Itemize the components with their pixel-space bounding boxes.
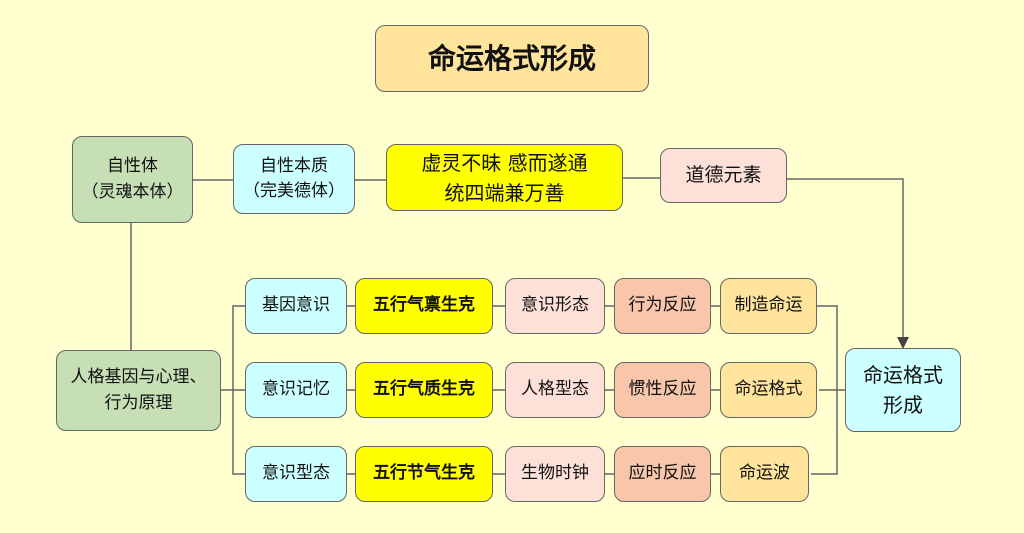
row1-node-5: 制造命运 (720, 278, 817, 334)
node-line: 虚灵不昧 感而遂通 (421, 150, 588, 175)
node-line: 自性本质 (260, 155, 328, 176)
node-line: （完美德体） (243, 181, 345, 201)
node-line: 命运格式 (863, 363, 943, 387)
row3-node-3: 生物时钟 (505, 446, 605, 502)
virtue-desc-node: 虚灵不昧 感而遂通统四端兼万善 (386, 144, 623, 211)
node-line: 人格基因与心理、 (70, 367, 207, 387)
node-line: 形成 (883, 393, 923, 417)
row2-node-4: 惯性反应 (614, 362, 711, 418)
row2-node-5: 命运格式 (720, 362, 817, 418)
row2-node-3: 人格型态 (505, 362, 605, 418)
node-line: 统四端兼万善 (444, 180, 565, 205)
row3-node-4: 应时反应 (614, 446, 711, 502)
row1-node-4: 行为反应 (614, 278, 711, 334)
row2-node-2: 五行气质生克 (355, 362, 493, 418)
row2-node-1: 意识记忆 (245, 362, 347, 418)
page-title: 命运格式形成 (375, 25, 649, 92)
row3-node-1: 意识型态 (245, 446, 347, 502)
node-line: （灵魂本体） (81, 181, 184, 202)
row1-node-1: 基因意识 (245, 278, 347, 334)
row1-node-2: 五行气禀生克 (355, 278, 493, 334)
personality-node: 人格基因与心理、行为原理 (56, 350, 221, 431)
result-node: 命运格式形成 (845, 348, 961, 432)
row3-node-5: 命运波 (720, 446, 809, 502)
self-body-node: 自性体 （灵魂本体） (72, 136, 193, 223)
node-line: 自性体 (107, 156, 158, 176)
self-nature-node: 自性本质 （完美德体） (233, 144, 355, 214)
node-line: 行为原理 (104, 392, 173, 413)
row3-node-2: 五行节气生克 (355, 446, 493, 502)
moral-elements-node: 道德元素 (660, 148, 787, 203)
row1-node-3: 意识形态 (505, 278, 605, 334)
